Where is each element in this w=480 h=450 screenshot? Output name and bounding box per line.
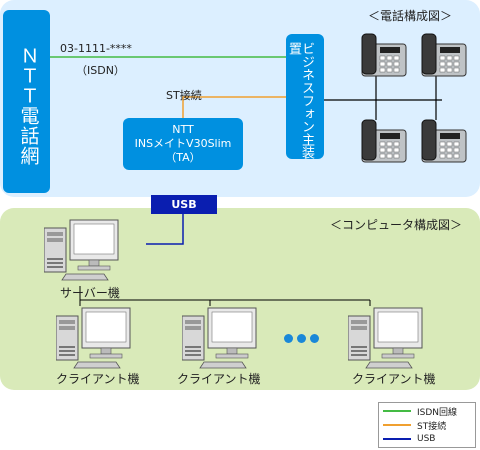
telephone-icon — [361, 119, 407, 163]
usb-line — [146, 214, 184, 245]
client-label: クライアント機 — [352, 372, 436, 386]
legend: ISDN回線 ST接続 USB — [378, 402, 476, 448]
client-computer-icon — [182, 307, 257, 369]
ellipsis-dots — [284, 328, 323, 347]
legend-line-icon — [383, 410, 411, 412]
legend-line-icon — [383, 424, 411, 426]
isdn-label: （ISDN） — [76, 64, 125, 77]
usb-label: USB — [151, 195, 217, 214]
line-number-label: 03-1111-**** — [60, 42, 132, 55]
st-connection-label: ST接続 — [166, 89, 202, 102]
legend-label: ISDN回線 — [417, 407, 458, 418]
ta-line-2: INSメイトV30Slim — [134, 137, 232, 150]
server-label: サーバー機 — [60, 286, 120, 300]
client-label: クライアント機 — [177, 372, 261, 386]
legend-label: USB — [417, 434, 436, 444]
client-computer-icon — [56, 307, 131, 369]
phone-panel-title: ＜電話構成図＞ — [368, 9, 453, 23]
legend-label: ST接続 — [417, 421, 447, 432]
terminal-adapter: NTT INSメイトV30Slim （TA） — [123, 118, 243, 170]
telephone-icon — [421, 33, 467, 77]
legend-item-usb: USB — [383, 433, 435, 445]
client-label: クライアント機 — [56, 372, 140, 386]
ntt-network-label: ＮＴＴ電話網 — [17, 46, 40, 166]
ntt-telephone-network: ＮＴＴ電話網 — [3, 10, 50, 193]
computer-panel-title: ＜コンピュータ構成図＞ — [330, 218, 463, 232]
business-phone-main-unit: ビジネスフォン主装置 — [286, 34, 324, 159]
legend-item-st: ST接続 — [383, 419, 447, 432]
st-line — [182, 96, 286, 118]
telephone-icon — [421, 119, 467, 163]
legend-item-isdn: ISDN回線 — [383, 405, 458, 418]
server-computer-icon — [44, 219, 119, 281]
client-computer-icon — [348, 307, 423, 369]
business-phone-label: ビジネスフォン主装置 — [286, 42, 314, 159]
telephone-icon — [361, 33, 407, 77]
ta-line-1: NTT — [172, 123, 194, 136]
ta-line-3: （TA） — [165, 151, 201, 164]
legend-line-icon — [383, 438, 411, 440]
